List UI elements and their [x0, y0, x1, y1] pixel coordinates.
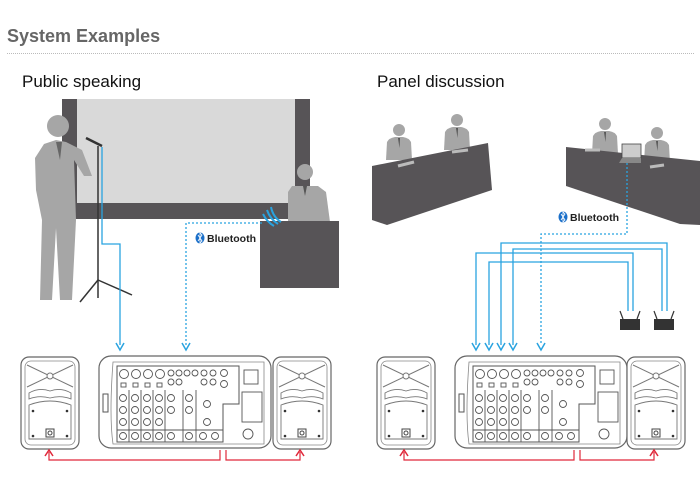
bluetooth-link-left	[185, 222, 262, 345]
example-title-panel-discussion: Panel discussion	[377, 72, 505, 91]
speaker-arrow-right-panel	[649, 448, 659, 457]
speaker-cable-right-panel	[579, 450, 655, 461]
speaker-cable-left-panel	[403, 450, 575, 461]
speaker-cable-right-public	[225, 450, 301, 461]
receiver-input-arrows	[471, 342, 518, 352]
speaker-right-panel	[626, 356, 686, 450]
bluetooth-label-right: Bluetooth	[570, 212, 619, 224]
mic-cable	[101, 147, 121, 345]
panelist-2	[444, 114, 470, 150]
speaker-arrow-right-public	[295, 448, 305, 457]
projection-screen	[62, 99, 310, 219]
bluetooth-badge-left: Bluetooth	[195, 232, 256, 245]
bluetooth-input-arrow-right	[536, 342, 546, 352]
podium	[260, 221, 339, 288]
presenter-silhouette	[35, 115, 92, 300]
example-title-public-speaking: Public speaking	[22, 72, 142, 91]
bluetooth-link-right	[540, 163, 628, 345]
wireless-receiver-1	[619, 310, 641, 331]
table-mic	[649, 163, 665, 169]
table-mic	[451, 148, 469, 154]
title-divider	[7, 53, 694, 54]
receiver-cables	[475, 242, 668, 345]
speaker-cable-left-public	[48, 450, 221, 461]
mixer-public	[98, 355, 272, 449]
speaker-arrow-left-public	[44, 448, 54, 457]
panelist-1	[386, 124, 412, 160]
podium-speaker-silhouette	[288, 164, 330, 222]
bluetooth-input-arrow-left	[181, 342, 191, 352]
speaker-right-public	[272, 356, 332, 450]
mic-input-arrow	[115, 342, 125, 352]
speaker-arrow-left-panel	[399, 448, 409, 457]
laptop-icon	[619, 143, 642, 163]
mixer-panel	[454, 355, 628, 449]
section-title: System Examples	[7, 26, 161, 46]
table-mic	[397, 160, 415, 168]
wireless-receiver-2	[653, 310, 675, 331]
speaker-left-public	[20, 356, 80, 450]
bluetooth-badge-right: Bluetooth	[558, 211, 619, 224]
microphone-stand	[79, 136, 133, 303]
panel-table-right	[566, 147, 700, 225]
bluetooth-label-left: Bluetooth	[207, 233, 256, 245]
speaker-left-panel	[376, 356, 436, 450]
wireless-signal-icon	[262, 206, 282, 227]
